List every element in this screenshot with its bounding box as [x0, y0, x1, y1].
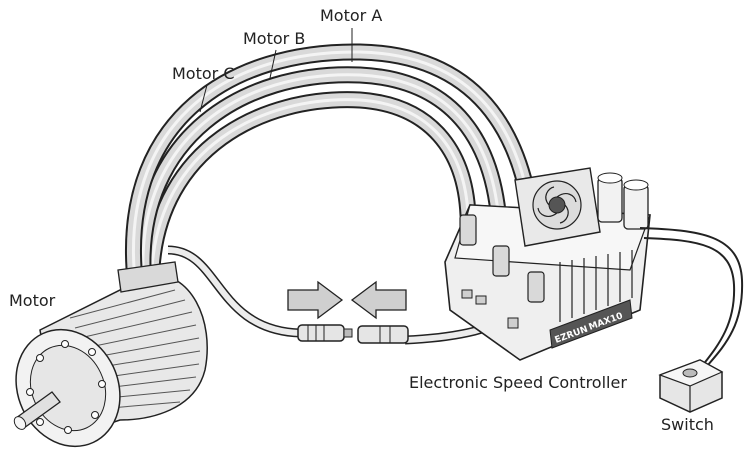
esc-capacitors	[597, 172, 649, 230]
label-esc: Electronic Speed Controller	[409, 373, 627, 392]
label-switch: Switch	[661, 415, 714, 434]
switch-button-icon	[682, 368, 698, 378]
power-switch	[658, 359, 724, 413]
label-motor-b: Motor B	[243, 29, 306, 48]
label-motor-c: Motor C	[172, 64, 235, 83]
motor-wire-c	[143, 91, 477, 277]
switch-cable	[639, 227, 744, 375]
motor-shaft	[13, 391, 61, 430]
label-leaders	[199, 28, 353, 113]
label-motor-a: Motor A	[320, 6, 383, 25]
connect-arrow-left-icon	[350, 280, 407, 320]
motor-wire-a	[124, 43, 544, 284]
motor-wire-b	[134, 66, 509, 277]
motor	[13, 261, 208, 448]
connect-arrow-right-icon	[287, 280, 344, 320]
sensor-plug-female	[357, 325, 409, 344]
sensor-plug-male	[297, 324, 353, 342]
sensor-cable-motor	[167, 245, 301, 338]
label-motor: Motor	[9, 291, 56, 310]
esc-cooling-fan-icon	[514, 167, 601, 247]
esc: EZRUN MAX10	[444, 167, 651, 361]
